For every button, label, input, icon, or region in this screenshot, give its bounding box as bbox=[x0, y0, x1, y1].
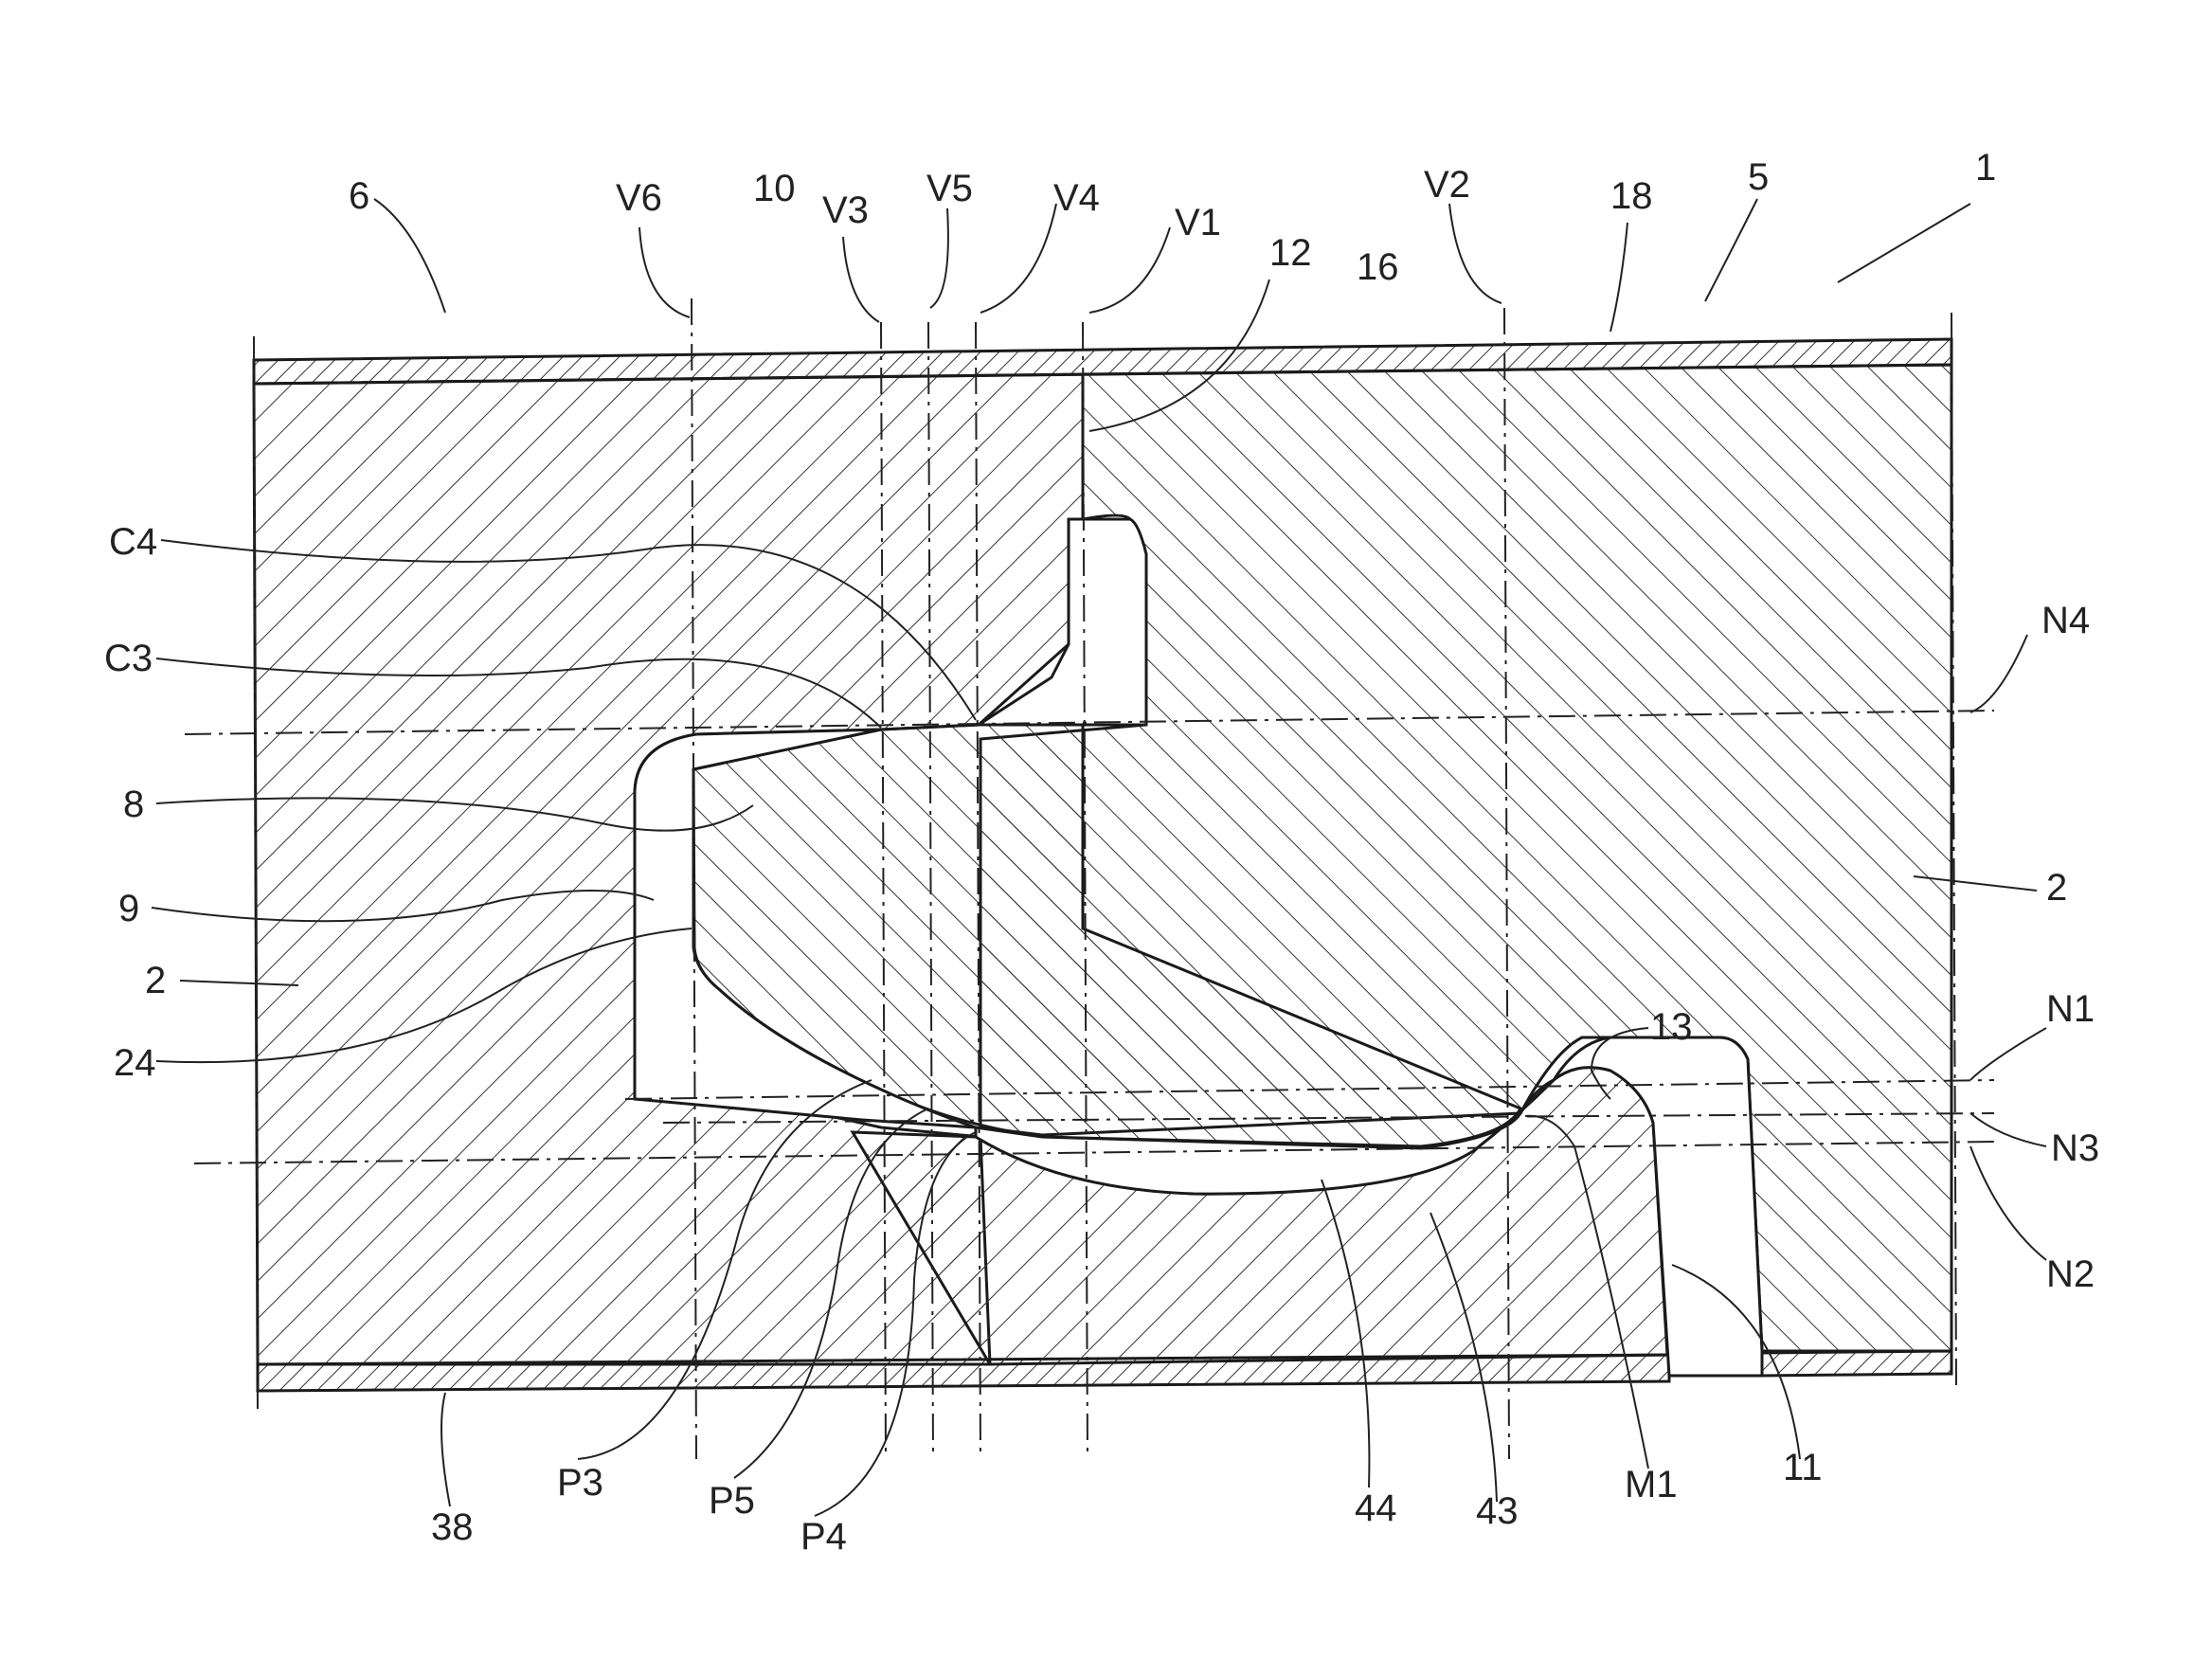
leader-N1 bbox=[1970, 1028, 2046, 1080]
bottom-cover-strip-right bbox=[1762, 1351, 1951, 1376]
label-24: 24 bbox=[114, 1042, 156, 1084]
label-18: 18 bbox=[1610, 175, 1653, 217]
leader-V1 bbox=[1089, 227, 1170, 313]
label-13: 13 bbox=[1650, 1006, 1693, 1048]
leader-V5 bbox=[930, 208, 948, 308]
label-V3: V3 bbox=[822, 189, 869, 231]
label-12: 12 bbox=[1269, 232, 1312, 274]
label-C3: C3 bbox=[104, 638, 153, 679]
label-V6: V6 bbox=[616, 177, 662, 219]
label-V2: V2 bbox=[1424, 164, 1470, 206]
label-44: 44 bbox=[1355, 1487, 1397, 1529]
label-N1: N1 bbox=[2046, 988, 2095, 1030]
label-38: 38 bbox=[431, 1506, 474, 1548]
label-N2: N2 bbox=[2046, 1253, 2095, 1295]
leader-1 bbox=[1838, 204, 1970, 282]
label-9: 9 bbox=[118, 888, 139, 929]
label-5: 5 bbox=[1748, 156, 1769, 198]
label-8: 8 bbox=[123, 784, 144, 825]
label-P3: P3 bbox=[557, 1462, 603, 1504]
leader-V3 bbox=[843, 237, 879, 322]
label-2-left: 2 bbox=[145, 960, 166, 1001]
label-1: 1 bbox=[1975, 147, 1996, 189]
leader-V6 bbox=[639, 227, 690, 317]
leader-V4 bbox=[980, 204, 1056, 313]
label-N3: N3 bbox=[2051, 1127, 2099, 1169]
leader-5 bbox=[1705, 199, 1757, 301]
label-16: 16 bbox=[1357, 246, 1399, 288]
label-V1: V1 bbox=[1175, 202, 1221, 243]
leader-V2 bbox=[1449, 204, 1502, 303]
label-11: 11 bbox=[1783, 1447, 1823, 1488]
leader-18 bbox=[1610, 223, 1628, 332]
leader-N4 bbox=[1970, 635, 2027, 712]
leader-38 bbox=[441, 1393, 450, 1506]
label-C4: C4 bbox=[109, 521, 157, 563]
label-N4: N4 bbox=[2041, 600, 2090, 641]
label-M1: M1 bbox=[1625, 1464, 1678, 1505]
label-2-right: 2 bbox=[2046, 867, 2067, 909]
label-10: 10 bbox=[753, 168, 796, 209]
label-P5: P5 bbox=[709, 1480, 755, 1522]
leader-6 bbox=[374, 199, 445, 313]
label-P4: P4 bbox=[800, 1516, 847, 1558]
label-6: 6 bbox=[349, 175, 369, 217]
label-V5: V5 bbox=[926, 168, 973, 209]
label-43: 43 bbox=[1476, 1490, 1519, 1532]
label-V4: V4 bbox=[1053, 177, 1100, 219]
leader-N2 bbox=[1970, 1146, 2046, 1260]
